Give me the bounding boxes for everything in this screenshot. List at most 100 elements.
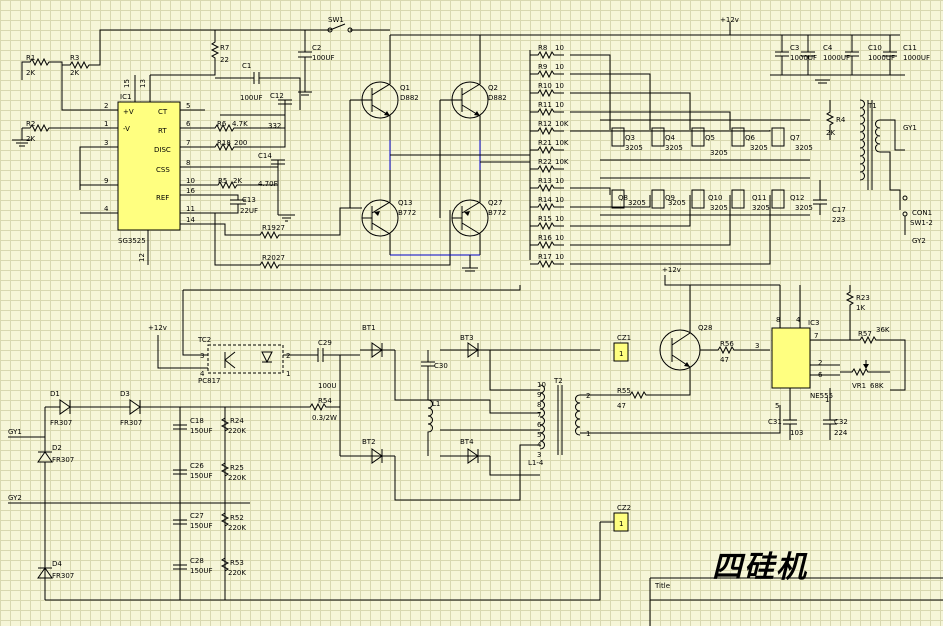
svg-text:8: 8 xyxy=(537,401,541,409)
svg-text:10K: 10K xyxy=(555,139,569,147)
ic1-pin-label: -V xyxy=(123,125,130,133)
svg-text:5: 5 xyxy=(775,402,779,410)
svg-text:R54: R54 xyxy=(318,397,332,405)
c2-capacitor: C2 100UF xyxy=(298,30,335,96)
svg-text:4.7K: 4.7K xyxy=(232,120,248,128)
svg-text:7: 7 xyxy=(186,139,190,147)
svg-text:C10: C10 xyxy=(868,44,882,52)
svg-text:+12v: +12v xyxy=(148,324,167,332)
cz1-connector[interactable]: CZ1 1 xyxy=(613,334,631,362)
svg-text:7: 7 xyxy=(537,411,541,419)
svg-text:R9: R9 xyxy=(538,63,547,71)
feedback-wire xyxy=(183,285,521,291)
svg-text:8: 8 xyxy=(776,316,780,324)
svg-text:Title: Title xyxy=(654,582,670,590)
svg-text:1000UF: 1000UF xyxy=(790,54,817,62)
svg-text:Q3: Q3 xyxy=(625,134,635,142)
r7-resistor: R7 22 xyxy=(150,30,229,76)
ground-symbol xyxy=(278,214,295,222)
svg-text:3205: 3205 xyxy=(710,149,728,157)
svg-text:3205: 3205 xyxy=(665,144,683,152)
r55-resistor: R55 47 xyxy=(600,380,691,410)
con1-connector[interactable]: CON1 SW1-2 GY2 xyxy=(902,195,933,245)
svg-text:Q10: Q10 xyxy=(708,194,722,202)
svg-text:2K: 2K xyxy=(233,177,242,185)
svg-text:47: 47 xyxy=(720,356,729,364)
svg-text:1: 1 xyxy=(286,370,290,378)
svg-text:C17: C17 xyxy=(832,206,846,214)
svg-text:4: 4 xyxy=(200,370,205,378)
svg-text:FR307: FR307 xyxy=(52,456,74,464)
svg-text:2K: 2K xyxy=(26,135,35,143)
svg-text:R2: R2 xyxy=(26,120,35,128)
svg-text:R12: R12 xyxy=(538,120,552,128)
svg-text:6: 6 xyxy=(186,120,191,128)
cz2-connector[interactable]: CZ2 1 xyxy=(45,504,631,601)
svg-text:223: 223 xyxy=(832,216,845,224)
svg-text:BT3: BT3 xyxy=(460,334,474,342)
t2-transformer: T2 L1-4 109 87 65 43 21 xyxy=(394,350,781,501)
sw1-switch[interactable]: SW1 xyxy=(305,16,390,33)
svg-text:TC2: TC2 xyxy=(197,336,211,344)
svg-text:10: 10 xyxy=(555,44,564,52)
svg-text:GY2: GY2 xyxy=(8,494,22,502)
r18-resistor: R18 200 xyxy=(205,128,286,152)
c32-capacitor: C32 224 xyxy=(823,418,848,440)
svg-text:CON1: CON1 xyxy=(912,209,932,217)
ic1-left-wiring xyxy=(79,146,98,214)
svg-text:D1: D1 xyxy=(50,390,60,398)
svg-text:Q27: Q27 xyxy=(488,199,502,207)
ic1-pin-label: DISC xyxy=(154,146,171,154)
svg-text:6: 6 xyxy=(537,421,542,429)
ic3-ne555 xyxy=(771,327,811,389)
svg-text:SW1: SW1 xyxy=(328,16,344,24)
bt2-scr: BT2 xyxy=(340,438,395,464)
svg-text:1: 1 xyxy=(586,430,590,438)
svg-text:C13: C13 xyxy=(242,196,256,204)
svg-text:3: 3 xyxy=(200,352,204,360)
svg-text:27: 27 xyxy=(276,224,285,232)
svg-text:100UF: 100UF xyxy=(240,94,263,102)
ic1-designator: IC1 xyxy=(120,93,131,101)
svg-text:VR1: VR1 xyxy=(852,382,866,390)
svg-text:3205: 3205 xyxy=(795,204,813,212)
svg-text:3: 3 xyxy=(755,342,759,350)
svg-text:1000UF: 1000UF xyxy=(868,54,895,62)
svg-text:R4: R4 xyxy=(836,116,846,124)
svg-text:R19: R19 xyxy=(262,224,276,232)
gy-inputs[interactable]: GY1 GY2 xyxy=(8,428,250,504)
svg-text:C29: C29 xyxy=(318,339,332,347)
svg-text:1: 1 xyxy=(619,350,623,358)
svg-text:5: 5 xyxy=(186,102,190,110)
svg-text:T2: T2 xyxy=(553,377,563,385)
c17-capacitor: C17 223 xyxy=(813,180,846,224)
svg-text:+12v: +12v xyxy=(662,266,681,274)
svg-text:2: 2 xyxy=(104,102,108,110)
svg-text:D3: D3 xyxy=(120,390,130,398)
svg-text:Q9: Q9 xyxy=(665,194,675,202)
d1-diode: D1 FR307 xyxy=(45,390,118,427)
svg-text:220K: 220K xyxy=(228,524,246,532)
svg-text:C3: C3 xyxy=(790,44,799,52)
svg-text:1: 1 xyxy=(619,520,623,528)
svg-text:R7: R7 xyxy=(220,44,229,52)
svg-text:22: 22 xyxy=(220,56,229,64)
svg-text:3205: 3205 xyxy=(795,144,813,152)
svg-text:B772: B772 xyxy=(398,209,416,217)
svg-text:4: 4 xyxy=(796,316,801,324)
svg-text:+12v: +12v xyxy=(720,16,739,24)
svg-text:10: 10 xyxy=(555,101,564,109)
ground-symbol xyxy=(12,139,32,147)
svg-text:C4: C4 xyxy=(823,44,833,52)
svg-text:C11: C11 xyxy=(903,44,917,52)
svg-text:FR307: FR307 xyxy=(50,419,72,427)
svg-text:C32: C32 xyxy=(834,418,848,426)
svg-text:R11: R11 xyxy=(538,101,552,109)
c29-capacitor: C29 100U xyxy=(300,339,360,390)
svg-text:3205: 3205 xyxy=(752,204,770,212)
vr1-potentiometer[interactable]: VR1 68K xyxy=(840,360,890,390)
